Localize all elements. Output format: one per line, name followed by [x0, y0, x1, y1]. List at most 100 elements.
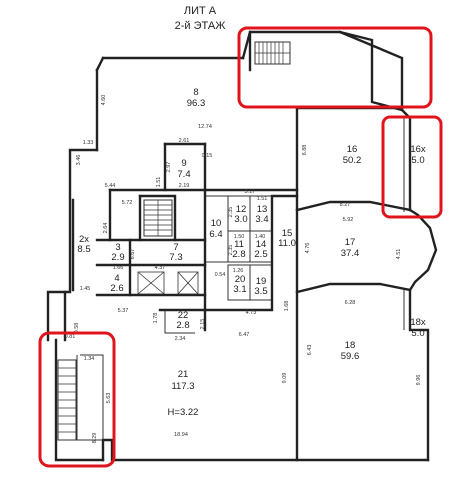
room-number: 16 — [347, 144, 358, 155]
room-number: 18х — [410, 317, 426, 328]
dimension-label: 1.40 — [255, 234, 266, 240]
room-area: 2.8 — [232, 249, 245, 260]
dimension-label: 2.15 — [200, 319, 206, 330]
room-number: 15 — [282, 228, 293, 239]
plan-title-line2: 2-й ЭТАЖ — [175, 20, 226, 32]
dimension-label: 2.34 — [175, 336, 186, 342]
room-number: 11 — [234, 239, 244, 250]
room-number: 16х — [410, 144, 426, 155]
room-area: 37.4 — [341, 248, 360, 259]
dimension-label: 5.44 — [105, 183, 116, 189]
dimension-label: 6.88 — [302, 145, 308, 156]
dimension-label: 5.92 — [343, 217, 354, 223]
room-area: 2.8 — [176, 320, 189, 331]
dimension-label: 1.51 — [257, 196, 268, 202]
room-number: 18 — [345, 340, 356, 351]
dimension-label: 3.17 — [245, 189, 256, 195]
room-number: 4 — [114, 273, 119, 284]
dimension-labels: 4.60 12.74 1.33 3.46 5.44 2.61 2.97 0.15… — [65, 95, 422, 444]
dimension-label: 9.09 — [282, 373, 288, 384]
dimension-label: 8.27 — [340, 202, 351, 208]
dimension-label: 3.46 — [76, 155, 82, 166]
room-number: 13 — [257, 204, 268, 215]
room-area: 2.6 — [110, 283, 123, 294]
dimension-label: 0.15 — [202, 153, 213, 159]
dimension-label: 4.37 — [155, 265, 166, 271]
dimension-label: 4.60 — [101, 95, 107, 106]
dimension-label: 1.78 — [153, 313, 159, 324]
room-area: 8.5 — [77, 244, 90, 255]
dimension-label: 2.35 — [228, 207, 234, 218]
highlight-box-top-stair — [237, 26, 433, 109]
room-number: 19 — [256, 276, 267, 287]
room-area: 2.9 — [111, 252, 124, 263]
room-number: 2х — [79, 234, 89, 245]
room-area: 3.5 — [254, 286, 267, 297]
dimension-label: 1.45 — [80, 286, 91, 292]
plan-title-line1: ЛИТ А — [184, 5, 217, 17]
dimension-label: 6.47 — [239, 332, 250, 338]
dimension-label: 5.37 — [118, 308, 129, 314]
dimension-label: 12.74 — [198, 124, 212, 130]
dimension-label: 4.51 — [396, 249, 402, 260]
dimension-label: 2.64 — [103, 223, 109, 234]
dimension-label: 4.76 — [305, 243, 311, 254]
room-area: 2.5 — [254, 249, 267, 260]
dimension-label: 6.28 — [345, 300, 356, 306]
dimension-label: 0.58 — [74, 323, 80, 334]
room-number: 9 — [181, 158, 186, 169]
room-number: 22 — [178, 310, 189, 321]
dimension-label: 1.51 — [156, 177, 162, 188]
dimension-label: 8.29 — [92, 433, 98, 444]
dimension-label: 1.33 — [83, 140, 94, 146]
dimension-label: 1.34 — [84, 356, 95, 362]
highlight-box-bottom-stair — [38, 331, 116, 468]
room-area: 5.0 — [411, 328, 424, 339]
room-number: 10 — [211, 218, 222, 229]
room-area: 3.4 — [255, 214, 268, 225]
dimension-label: 2.61 — [179, 138, 190, 144]
room-area: 5.0 — [411, 155, 424, 166]
dimension-label: 2.35 — [228, 245, 234, 256]
room-area: 7.4 — [177, 169, 190, 180]
ceiling-height-note: H=3.22 — [168, 407, 199, 418]
dimension-label: 0.81 — [65, 334, 76, 340]
room-number: 17 — [345, 237, 356, 248]
dimension-label: 1.26 — [233, 268, 244, 274]
dimension-label: 18.94 — [174, 432, 188, 438]
room-area: 59.6 — [341, 351, 360, 362]
stair-top — [254, 41, 291, 65]
dimension-label: 5.63 — [106, 393, 112, 404]
room-area: 50.2 — [343, 155, 362, 166]
room-number: 8 — [193, 87, 198, 98]
room-area: 96.3 — [187, 98, 206, 109]
dimension-label: 1.50 — [234, 234, 245, 240]
room-number: 12 — [236, 204, 247, 215]
room-number: 21 — [178, 369, 189, 380]
room-area: 6.4 — [209, 229, 222, 240]
dimension-label: 6.43 — [307, 345, 313, 356]
dimension-label: 6.67 — [130, 249, 136, 260]
highlight-annotations — [38, 26, 443, 468]
dimension-label: 1.68 — [284, 301, 290, 312]
room-number: 14 — [256, 239, 267, 250]
dimension-label: 0.54 — [215, 272, 226, 278]
dimension-label: 9.96 — [416, 375, 422, 386]
room-area: 11.0 — [278, 238, 296, 249]
stair-bottom-left — [57, 359, 77, 441]
room-number: 20 — [235, 274, 246, 285]
highlight-box-room-16x — [381, 115, 443, 219]
room-number: 7 — [173, 242, 178, 253]
stair-center — [143, 199, 173, 237]
room-number: 3 — [115, 242, 120, 253]
dimension-label: 1.66 — [113, 265, 124, 271]
dimension-label: 4.73 — [246, 310, 257, 316]
room-labels: 8 96.3 9 7.4 10 6.4 12 3.0 13 3.4 11 2.8… — [77, 87, 426, 392]
room-area: 7.3 — [169, 252, 182, 263]
room-area: 3.0 — [234, 214, 247, 225]
dimension-label: 2.19 — [179, 183, 190, 189]
dimension-label: 2.97 — [166, 162, 172, 173]
room-area: 117.3 — [171, 381, 194, 392]
dimension-label: 5.72 — [122, 200, 133, 206]
